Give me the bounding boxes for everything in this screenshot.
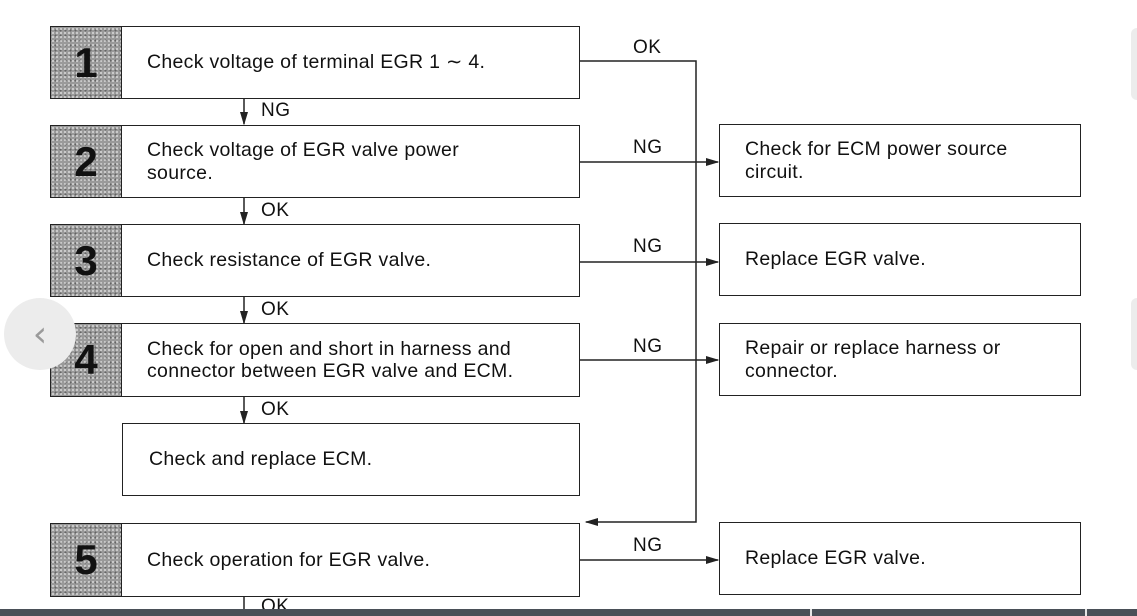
- label-step5-ok: OK: [261, 596, 290, 609]
- chevron-left-icon[interactable]: ‹: [4, 298, 76, 370]
- step-text-3: Check resistance of EGR valve.: [147, 249, 432, 271]
- step-box-4: 4 Check for open and short in harness an…: [50, 323, 580, 397]
- label-step2-ng: NG: [633, 137, 663, 158]
- label-step3-ok: OK: [261, 299, 290, 320]
- result-text-3: Repair or replace harness or connector.: [745, 336, 1001, 382]
- chevron-left-glyph: ‹: [32, 313, 48, 355]
- label-step2-ok: OK: [261, 200, 290, 221]
- ecm-box: Check and replace ECM.: [122, 423, 580, 496]
- step-box-1: 1 Check voltage of terminal EGR 1 ∼ 4.: [50, 26, 580, 99]
- result-box-3: Repair or replace harness or connector.: [719, 323, 1081, 396]
- result-box-1: Check for ECM power source circuit.: [719, 124, 1081, 197]
- toolbar-divider-2: [1085, 609, 1087, 616]
- label-step1-ng: NG: [261, 100, 291, 121]
- step-text-1: Check voltage of terminal EGR 1 ∼ 4.: [147, 51, 486, 73]
- line-1-ok-route: [580, 60, 697, 527]
- chevron-right-icon-lower[interactable]: [1131, 298, 1137, 370]
- step-text-5: Check operation for EGR valve.: [147, 548, 431, 571]
- step-number-5: 5: [51, 524, 122, 596]
- ecm-text: Check and replace ECM.: [149, 448, 373, 470]
- result-box-2: Replace EGR valve.: [719, 223, 1081, 296]
- bottom-toolbar: [0, 609, 1137, 616]
- step-box-5: 5 Check operation for EGR valve.: [50, 523, 580, 597]
- toolbar-divider-1: [810, 609, 812, 616]
- result-text-2: Replace EGR valve.: [745, 248, 926, 270]
- step-text-2: Check voltage of EGR valve power source.: [147, 138, 459, 184]
- label-step4-ng: NG: [633, 336, 663, 357]
- step-number-1: 1: [51, 27, 122, 98]
- label-step3-ng: NG: [633, 236, 663, 257]
- label-step5-ng: NG: [633, 535, 663, 556]
- step-number-3: 3: [51, 225, 122, 296]
- step-number-2: 2: [51, 126, 122, 197]
- label-step1-ok: OK: [633, 37, 662, 58]
- result-text-4: Replace EGR valve.: [745, 547, 926, 569]
- label-step4-ok: OK: [261, 399, 290, 420]
- result-box-4: Replace EGR valve.: [719, 522, 1081, 595]
- step-box-3: 3 Check resistance of EGR valve.: [50, 224, 580, 297]
- chevron-right-icon[interactable]: [1131, 28, 1137, 100]
- result-text-1: Check for ECM power source circuit.: [745, 137, 1008, 183]
- step-text-4: Check for open and short in harness and …: [147, 338, 514, 382]
- step-box-2: 2 Check voltage of EGR valve power sourc…: [50, 125, 580, 198]
